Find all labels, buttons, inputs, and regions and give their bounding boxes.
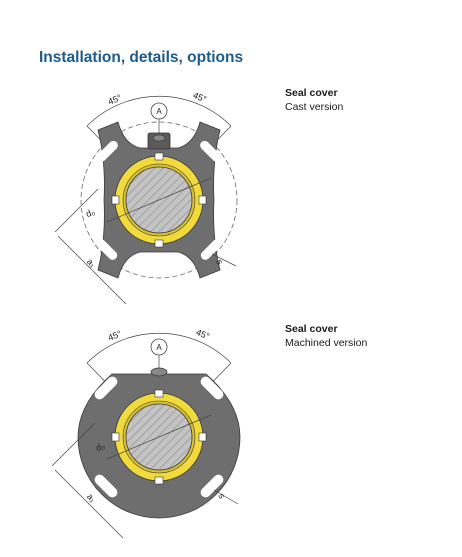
page-heading: Installation, details, options (39, 49, 244, 66)
caption-subtitle: Cast version (285, 101, 344, 113)
slot (200, 376, 224, 400)
dim-ext (54, 188, 99, 233)
drawing-machined-version (51, 332, 241, 539)
clip (154, 152, 164, 161)
angle-label-right: 45° (195, 327, 212, 342)
dim-a1-label: a₁ (85, 256, 98, 269)
caption-cast: Seal cover Cast version (285, 86, 343, 114)
nipple-head (152, 134, 166, 142)
marker-circle (150, 338, 168, 356)
marker-label: A (156, 343, 162, 352)
clip (111, 195, 120, 205)
caption-title: Seal cover (285, 323, 338, 335)
diameter-line (106, 177, 212, 223)
slot (96, 140, 118, 162)
slot (200, 140, 222, 162)
slot (96, 238, 118, 260)
slot (200, 238, 222, 260)
slot (94, 376, 118, 400)
caption-title: Seal cover (285, 87, 338, 99)
diameter-label: d₀ (84, 206, 96, 219)
marker-circle (150, 102, 168, 120)
clip (198, 195, 207, 205)
clip (154, 239, 164, 248)
angle-label-left: 45° (107, 328, 124, 343)
clip (154, 476, 164, 485)
drawing-cast-version (54, 95, 238, 305)
dim-s-label: s (214, 257, 225, 266)
diameter-line (106, 414, 212, 460)
diameter-label: d₀ (94, 440, 106, 453)
marker-label: A (156, 107, 162, 116)
grease-nipple (150, 367, 168, 377)
angle-label-left: 45° (107, 92, 124, 107)
dim-s-line (211, 253, 237, 267)
pitch-circle (80, 121, 238, 279)
clip (111, 432, 120, 442)
angle-label-right: 45° (192, 90, 209, 105)
labels-machined: 45° 45° A d₀ a₁ s (85, 327, 228, 504)
dim-s-line (213, 489, 239, 505)
dim-a1-line (57, 235, 127, 305)
angle-arc (86, 332, 232, 364)
slot (200, 474, 224, 498)
angle-arc (86, 95, 232, 127)
clip (198, 432, 207, 442)
clip (154, 389, 164, 398)
dim-s-label: s (216, 491, 227, 500)
labels-cast: 45° 45° A d₀ a₁ s (84, 90, 225, 269)
dim-a1-line (54, 469, 124, 539)
caption-machined: Seal cover Machined version (285, 322, 367, 350)
dim-ext (51, 422, 96, 467)
caption-subtitle: Machined version (285, 337, 368, 349)
slot (94, 474, 118, 498)
